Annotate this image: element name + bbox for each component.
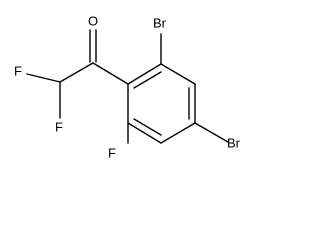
oxygen-label: O: [88, 13, 98, 28]
ring-inner-double-1: [133, 71, 162, 89]
fluorine-lower-label: F: [55, 119, 63, 134]
chemical-structure: O F F F Br Br: [14, 13, 241, 160]
ring-bond-2: [160, 63, 196, 85]
bond-ring-to-br-right: [194, 122, 229, 143]
ring-inner-double-3: [133, 118, 162, 136]
bromine-right-label: Br: [227, 135, 241, 150]
fluorine-ring-label: F: [108, 145, 116, 160]
ring-bond-5: [127, 122, 162, 144]
fluorine-left-label: F: [14, 63, 22, 78]
atom-labels: O F F F Br Br: [14, 13, 241, 160]
bonds: [26, 29, 229, 144]
bond-carbonyl-to-chf2: [59, 62, 94, 83]
ring-bond-4: [160, 122, 196, 144]
bond-chf2-to-f-left: [26, 73, 61, 83]
bond-carbonyl-to-ring: [92, 62, 129, 85]
bromine-top-label: Br: [153, 15, 167, 30]
ring-bond-1: [127, 63, 162, 85]
